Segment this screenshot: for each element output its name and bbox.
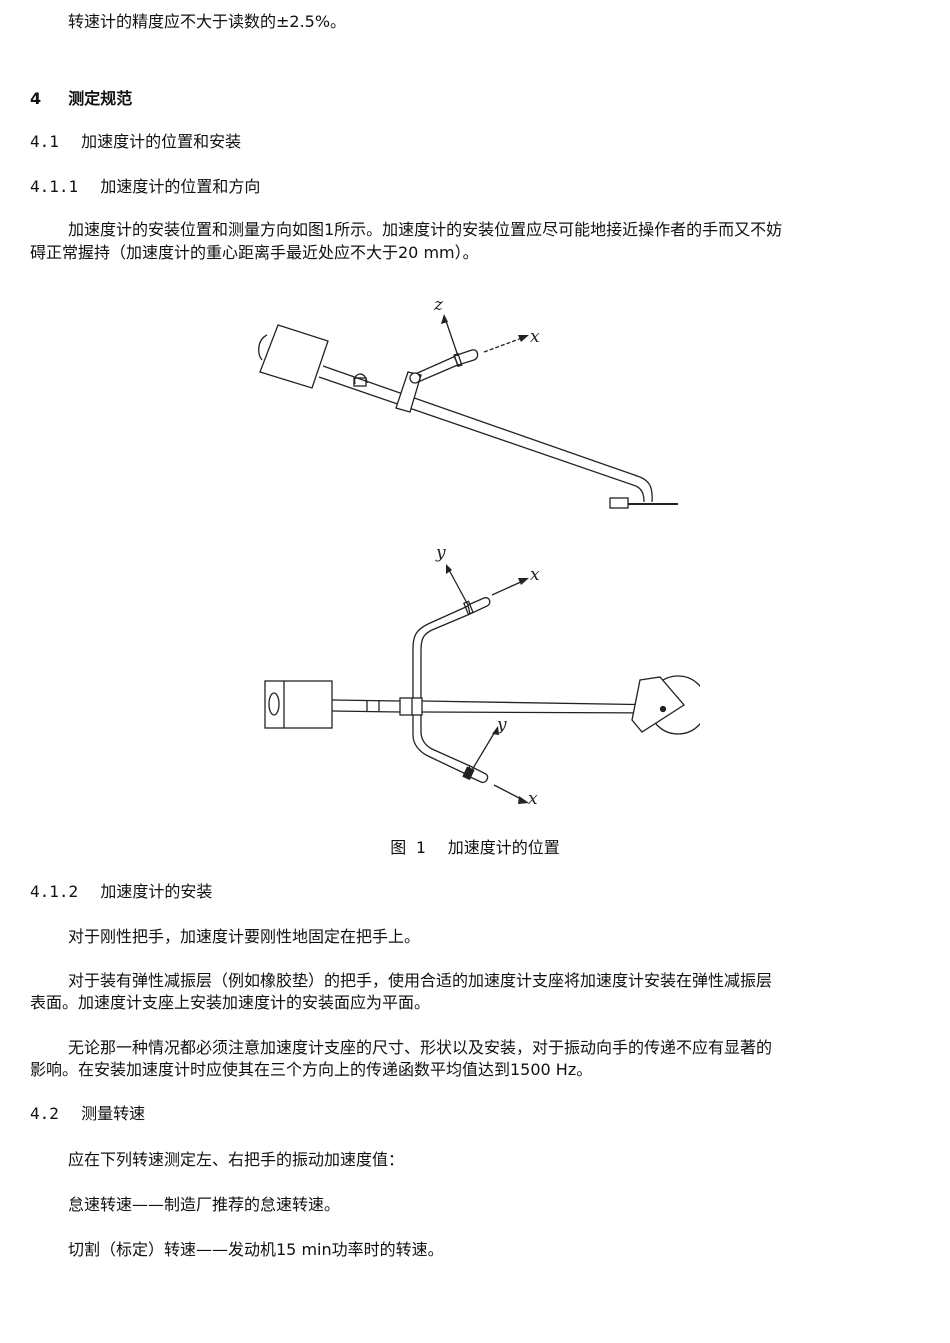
axis-label-y-lower: y bbox=[496, 715, 507, 735]
z-arrow-icon bbox=[441, 314, 448, 324]
paragraph-4-1-2-p2-line2: 表面。加速度计支座上安装加速度计的安装面应为平面。 bbox=[30, 993, 431, 1012]
y-upper-arrow-icon bbox=[446, 564, 452, 574]
paragraph-4-1-1-line2: 碍正常握持（加速度计的重心距离手最近处应不大于20 mm）。 bbox=[30, 243, 479, 262]
figure-1-side-view: z x bbox=[258, 295, 678, 509]
x-arrow-icon bbox=[518, 335, 529, 342]
axis-label-x-lower: x bbox=[528, 789, 538, 809]
paragraph-4-1-2-p1: 对于刚性把手，加速度计要刚性地固定在把手上。 bbox=[68, 927, 421, 946]
paragraph-4-2-p2: 怠速转速——制造厂推荐的怠速转速。 bbox=[68, 1195, 341, 1214]
section-title: 加速度计的位置和方向 bbox=[100, 177, 261, 196]
engine-box-icon bbox=[259, 324, 329, 389]
axis-label-x: x bbox=[530, 327, 540, 347]
paragraph-4-1-2-p3-line1: 无论那一种情况都必须注意加速度计支座的尺寸、形状以及安装，对于振动向手的传递不应… bbox=[68, 1038, 773, 1057]
axis-label-x-upper: x bbox=[530, 565, 540, 585]
caption-prefix: 图 1 bbox=[390, 838, 426, 857]
section-title: 测量转速 bbox=[81, 1104, 146, 1123]
engine-box-icon bbox=[264, 680, 333, 729]
section-number: 4.1.1 bbox=[30, 177, 79, 196]
paragraph-4-1-1-line1: 加速度计的安装位置和测量方向如图1所示。加速度计的安装位置应尽可能地接近操作者的… bbox=[68, 220, 783, 239]
figure-1-top-view: y x y x bbox=[264, 543, 700, 809]
section-number: 4 bbox=[30, 89, 42, 108]
section-4-2-heading: 4.2 测量转速 bbox=[30, 1104, 145, 1124]
section-4-1-1-heading: 4.1.1 加速度计的位置和方向 bbox=[30, 177, 260, 197]
axis-label-y-upper: y bbox=[435, 543, 446, 563]
paragraph-4-1-2-p2-line1: 对于装有弹性减振层（例如橡胶垫）的把手，使用合适的加速度计支座将加速度计安装在弹… bbox=[68, 971, 773, 990]
caption-title: 加速度计的位置 bbox=[447, 838, 560, 857]
section-4-1-heading: 4.1 加速度计的位置和安装 bbox=[30, 132, 241, 152]
y-lower-arrow-icon bbox=[492, 726, 499, 735]
axis-label-z: z bbox=[433, 295, 444, 315]
section-4-heading: 4 测定规范 bbox=[30, 89, 132, 109]
section-number: 4.1.2 bbox=[30, 882, 79, 901]
section-number: 4.1 bbox=[30, 132, 59, 151]
x-upper-arrow-icon bbox=[518, 578, 529, 585]
section-4-1-2-heading: 4.1.2 加速度计的安装 bbox=[30, 882, 212, 902]
section-title: 加速度计的安装 bbox=[100, 882, 213, 901]
section-number: 4.2 bbox=[30, 1104, 59, 1123]
paragraph-4-2-p3: 切割（标定）转速——发动机15 min功率时的转速。 bbox=[68, 1240, 444, 1259]
paragraph-4-2-p1: 应在下列转速测定左、右把手的振动加速度值： bbox=[68, 1150, 405, 1169]
x-lower-arrow-icon bbox=[518, 796, 529, 804]
intro-paragraph: 转速计的精度应不大于读数的±2.5%。 bbox=[68, 12, 347, 31]
section-title: 加速度计的位置和安装 bbox=[81, 132, 242, 151]
paragraph-4-1-2-p3-line2: 影响。在安装加速度计时应使其在三个方向上的传递函数平均值达到1500 Hz。 bbox=[30, 1060, 593, 1079]
section-title: 测定规范 bbox=[68, 89, 133, 108]
figure-1-caption: 图 1 加速度计的位置 bbox=[0, 838, 950, 858]
